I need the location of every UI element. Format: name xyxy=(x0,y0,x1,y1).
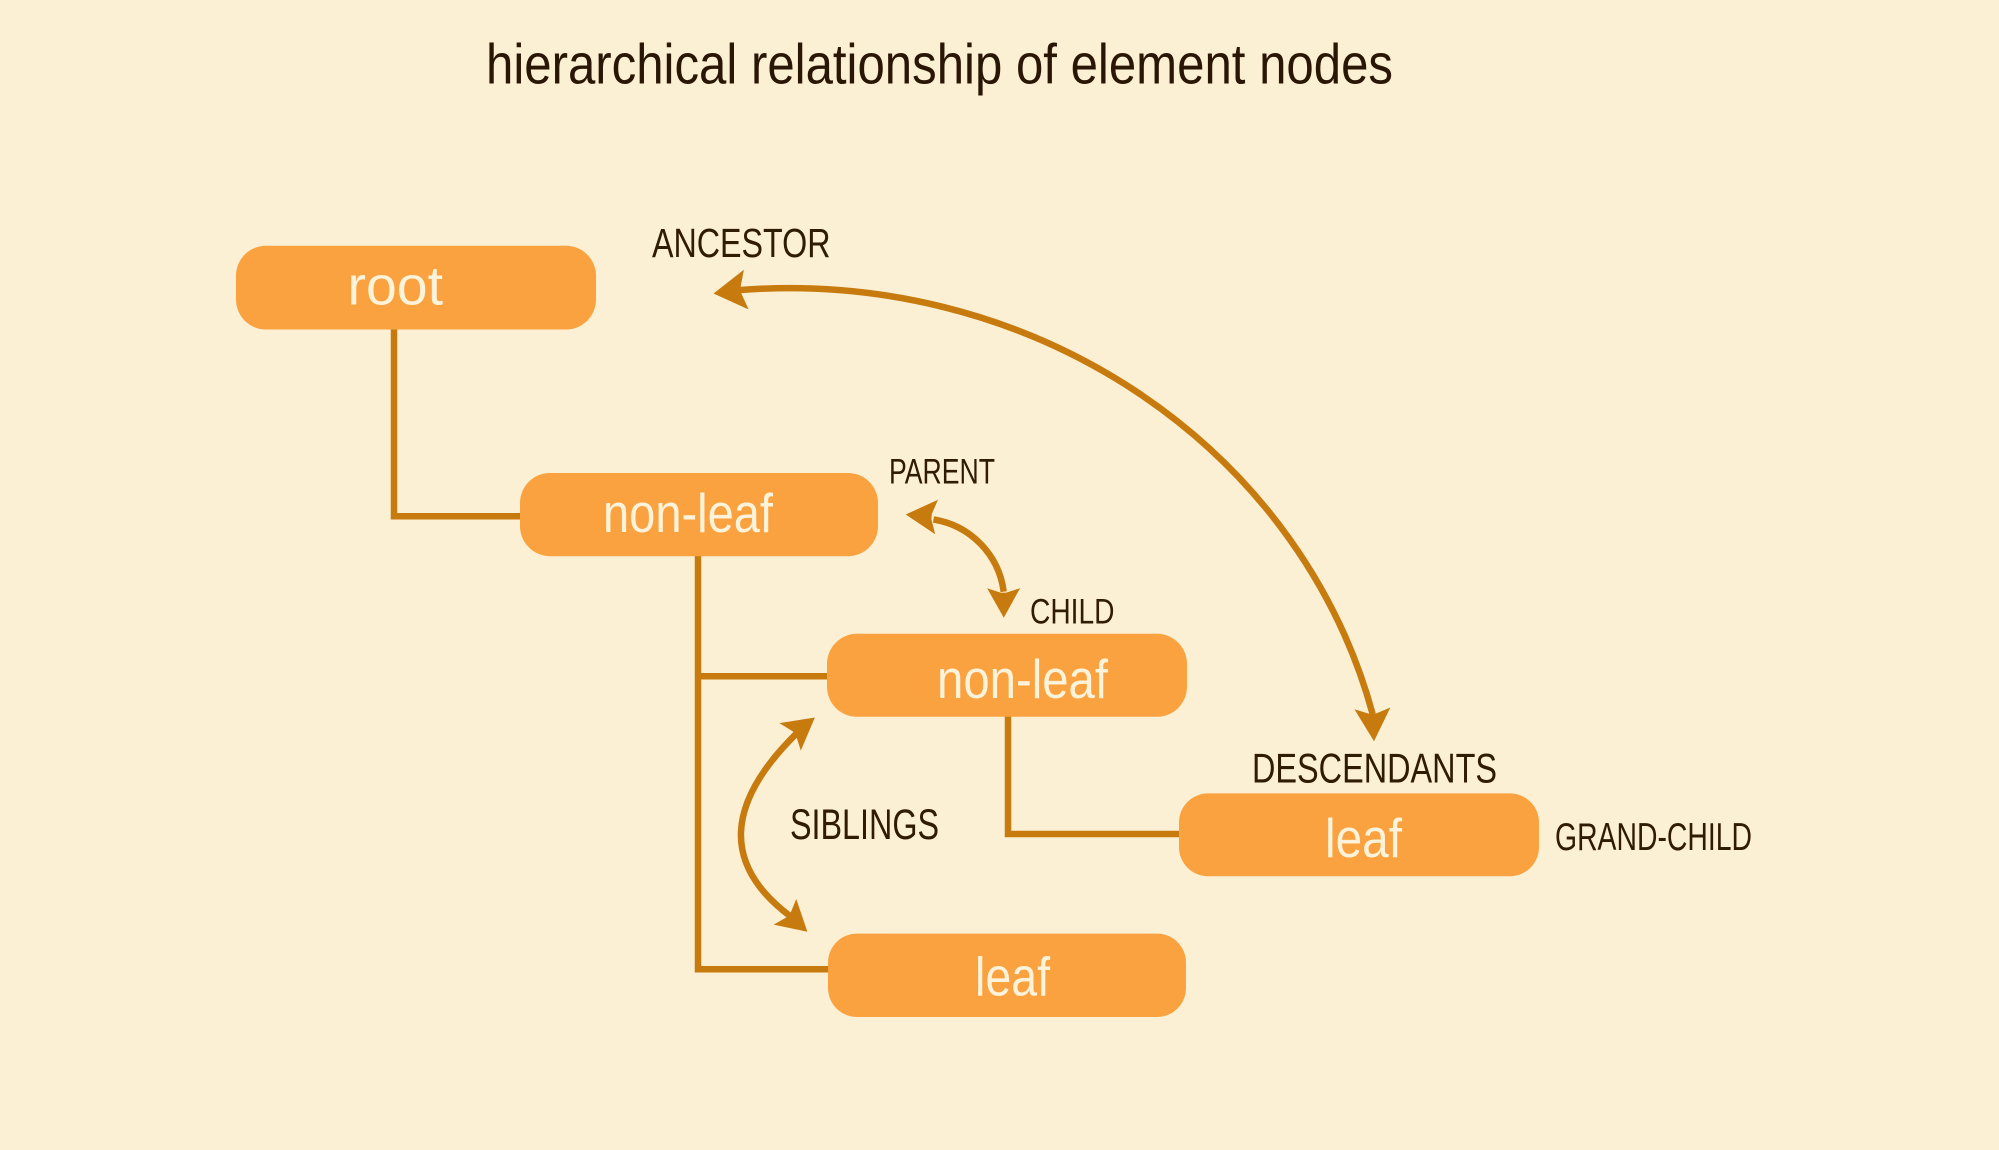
svg-text:hierarchical relationship of e: hierarchical relationship of element nod… xyxy=(486,33,1393,97)
svg-text:SIBLINGS: SIBLINGS xyxy=(790,801,939,848)
svg-text:ANCESTOR: ANCESTOR xyxy=(652,220,831,266)
svg-text:CHILD: CHILD xyxy=(1030,591,1115,631)
svg-text:DESCENDANTS: DESCENDANTS xyxy=(1252,746,1497,792)
svg-text:non-leaf: non-leaf xyxy=(937,648,1109,710)
svg-text:PARENT: PARENT xyxy=(889,452,995,492)
svg-text:GRAND-CHILD: GRAND-CHILD xyxy=(1555,816,1752,859)
svg-text:leaf: leaf xyxy=(975,946,1051,1008)
svg-text:leaf: leaf xyxy=(1325,807,1403,869)
svg-text:root: root xyxy=(348,255,444,317)
svg-text:non-leaf: non-leaf xyxy=(603,482,774,544)
